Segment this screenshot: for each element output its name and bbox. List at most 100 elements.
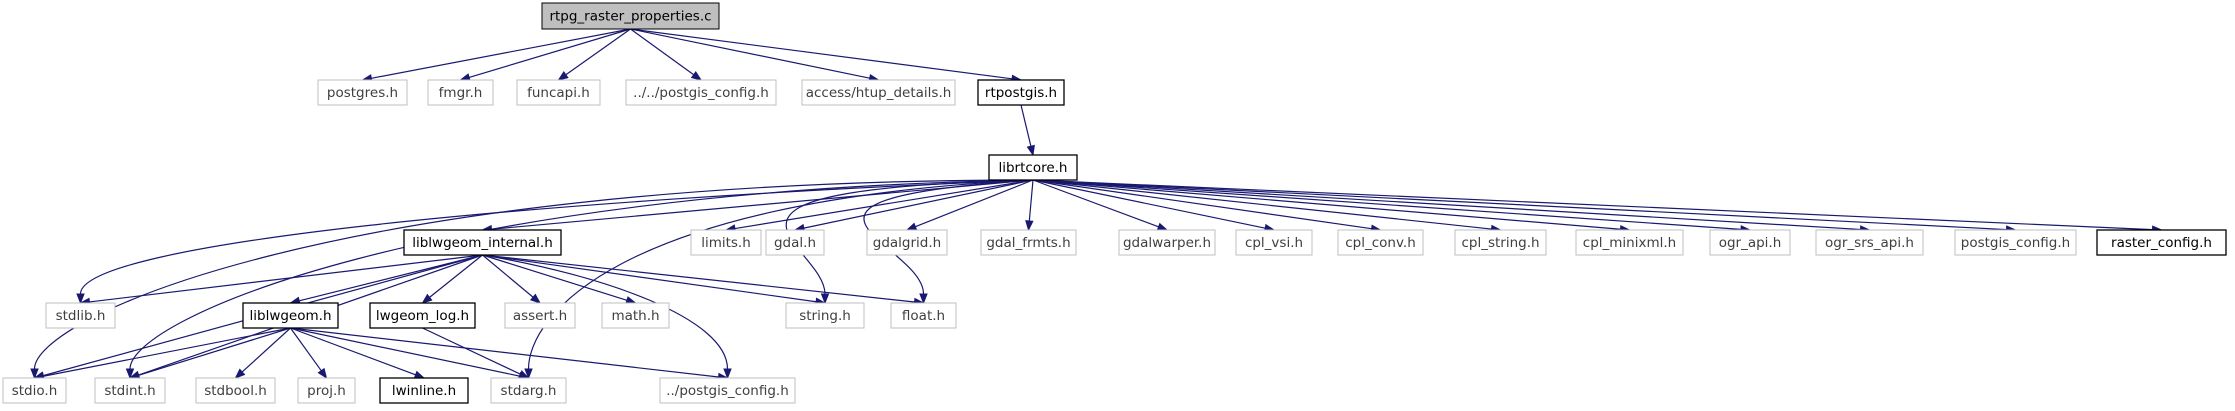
node-box bbox=[1454, 229, 1547, 256]
node-root[interactable]: rtpg_raster_properties.c bbox=[541, 2, 720, 30]
edge-liblwgeom-h-to-stdarg-h bbox=[290, 327, 530, 381]
node-box bbox=[765, 229, 825, 256]
node-label: liblwgeom_internal.h bbox=[412, 235, 553, 251]
edge-liblwgeom-internal-h-to-math-h bbox=[482, 254, 637, 305]
node-label: gdalwarper.h bbox=[1123, 235, 1211, 251]
node-assert-h: assert.h bbox=[504, 302, 576, 329]
node-label: postgis_config.h bbox=[1961, 235, 2070, 251]
node-box bbox=[1954, 229, 2077, 256]
node-box bbox=[690, 229, 762, 256]
edge-librtcore-h-to-stdarg-h bbox=[524, 179, 1034, 380]
node-box bbox=[1118, 229, 1216, 256]
node-label: stdlib.h bbox=[56, 308, 106, 324]
edge-liblwgeom-h-to-postgis-config-up bbox=[290, 327, 729, 382]
edge-rtpostgis-h-to-librtcore-h bbox=[1020, 104, 1035, 157]
node-box bbox=[2, 377, 67, 404]
node-label: raster_config.h bbox=[2111, 235, 2212, 251]
edge-liblwgeom-internal-h-to-assert-h bbox=[482, 254, 542, 304]
edges bbox=[30, 28, 2163, 382]
node-liblwgeom-h[interactable]: liblwgeom.h bbox=[242, 302, 339, 329]
node-cpl-conv-h: cpl_conv.h bbox=[1337, 229, 1424, 256]
node-gdal-h: gdal.h bbox=[765, 229, 825, 256]
node-label: cpl_vsi.h bbox=[1245, 235, 1303, 251]
node-label: ../../postgis_config.h bbox=[633, 85, 769, 101]
node-box bbox=[195, 377, 276, 404]
edge-librtcore-h-to-limits-h bbox=[724, 179, 1034, 233]
node-label: stdint.h bbox=[104, 383, 155, 399]
node-stdint-h: stdint.h bbox=[94, 377, 166, 404]
edge-librtcore-h-to-gdal-frmts-h bbox=[1025, 179, 1034, 232]
node-funcapi-h: funcapi.h bbox=[516, 79, 601, 106]
node-label: postgres.h bbox=[327, 85, 398, 101]
node-box bbox=[94, 377, 166, 404]
edge-librtcore-h-to-stdlib-h bbox=[76, 179, 1034, 305]
node-box bbox=[785, 302, 865, 329]
node-label: cpl_minixml.h bbox=[1583, 235, 1676, 251]
node-box bbox=[379, 377, 469, 404]
node-cpl-minixml-h: cpl_minixml.h bbox=[1575, 229, 1684, 256]
node-lwinline-h[interactable]: lwinline.h bbox=[379, 377, 469, 404]
node-label: fmgr.h bbox=[439, 85, 483, 101]
node-box bbox=[242, 302, 339, 329]
edge-liblwgeom-internal-h-to-float-h bbox=[482, 254, 925, 307]
node-rtpostgis-h[interactable]: rtpostgis.h bbox=[977, 79, 1065, 106]
node-raster-config-h[interactable]: raster_config.h bbox=[2096, 229, 2227, 256]
node-cpl-string-h: cpl_string.h bbox=[1454, 229, 1547, 256]
node-stdio-h: stdio.h bbox=[2, 377, 67, 404]
node-liblwgeom-internal-h[interactable]: liblwgeom_internal.h bbox=[403, 229, 562, 256]
node-label: proj.h bbox=[307, 383, 346, 399]
node-postgis-config-up: ../postgis_config.h bbox=[659, 377, 796, 404]
edge-librtcore-h-to-float-h bbox=[863, 179, 1034, 305]
node-box bbox=[1815, 229, 1924, 256]
node-box bbox=[1235, 229, 1313, 256]
edge-liblwgeom-internal-h-to-stdlib-h bbox=[79, 254, 483, 307]
node-label: stdbool.h bbox=[204, 383, 267, 399]
node-label: ogr_api.h bbox=[1719, 235, 1782, 251]
node-label: cpl_conv.h bbox=[1345, 235, 1416, 251]
node-stdlib-h: stdlib.h bbox=[45, 302, 116, 329]
node-postgis-config-h: postgis_config.h bbox=[1954, 229, 2077, 256]
nodes: rtpg_raster_properties.c postgres.h fmgr.h… bbox=[2, 2, 2227, 404]
node-gdalwarper-h: gdalwarper.h bbox=[1118, 229, 1216, 256]
node-box bbox=[427, 79, 494, 106]
node-box bbox=[317, 79, 408, 106]
node-gdal-frmts-h: gdal_frmts.h bbox=[980, 229, 1077, 256]
node-box bbox=[1337, 229, 1424, 256]
node-box bbox=[980, 229, 1077, 256]
node-limits-h: limits.h bbox=[690, 229, 762, 256]
node-box bbox=[977, 79, 1065, 106]
edge-liblwgeom-h-to-stdbool-h bbox=[234, 327, 291, 379]
node-box bbox=[625, 79, 777, 106]
edge-root-to-postgis-config-rel bbox=[630, 28, 703, 81]
node-box bbox=[890, 302, 957, 329]
node-box bbox=[601, 302, 670, 329]
edge-liblwgeom-h-to-stdio-h bbox=[33, 327, 291, 381]
node-label: funcapi.h bbox=[527, 85, 590, 101]
node-box bbox=[1709, 229, 1791, 256]
node-box bbox=[490, 377, 567, 404]
edge-liblwgeom-internal-h-to-postgis-config-up bbox=[482, 254, 732, 380]
node-box bbox=[659, 377, 796, 404]
edge-librtcore-h-to-stdio-h bbox=[30, 179, 1034, 380]
node-label: gdal.h bbox=[774, 235, 816, 251]
node-label: librtcore.h bbox=[998, 160, 1067, 176]
node-box bbox=[45, 302, 116, 329]
node-label: lwinline.h bbox=[392, 383, 456, 399]
edge-librtcore-h-to-stdint-h bbox=[125, 179, 1034, 380]
edge-librtcore-h-to-postgis-config-h bbox=[1032, 179, 2017, 234]
node-string-h: string.h bbox=[785, 302, 865, 329]
node-ogr-srs-api-h: ogr_srs_api.h bbox=[1815, 229, 1924, 256]
node-label: rtpg_raster_properties.c bbox=[549, 9, 711, 25]
edge-liblwgeom-h-to-proj-h bbox=[290, 327, 328, 380]
node-box bbox=[297, 377, 356, 404]
node-lwgeom-log-h[interactable]: lwgeom_log.h bbox=[369, 302, 476, 329]
edge-liblwgeom-h-to-stdint-h bbox=[128, 327, 291, 380]
node-gdalgrid-h: gdalgrid.h bbox=[866, 229, 948, 256]
node-postgis-config-rel: ../../postgis_config.h bbox=[625, 79, 777, 106]
node-math-h: math.h bbox=[601, 302, 670, 329]
node-label: ../postgis_config.h bbox=[666, 383, 789, 399]
edge-root-to-fmgr-h bbox=[459, 28, 631, 82]
node-librtcore-h[interactable]: librtcore.h bbox=[988, 154, 1078, 181]
node-label: lwgeom_log.h bbox=[376, 308, 469, 324]
